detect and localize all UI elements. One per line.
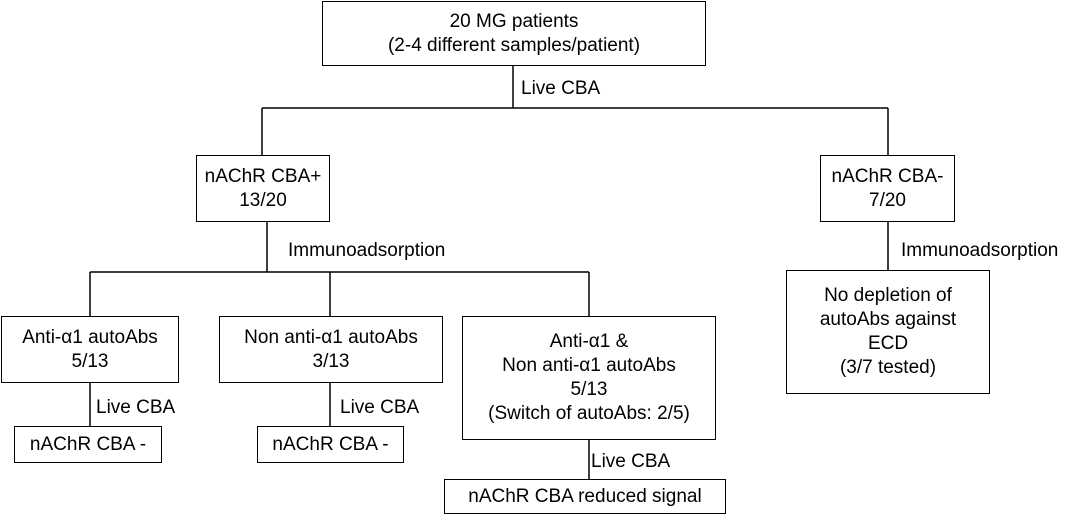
result-both-box: nAChR CBA reduced signal bbox=[444, 479, 726, 514]
non-anti-a1-box: Non anti-α1 autoAbs 3/13 bbox=[219, 316, 443, 383]
non-anti-a1-line-1: Non anti-α1 autoAbs bbox=[244, 326, 418, 348]
step-positive-label: Immunoadsorption bbox=[288, 240, 446, 261]
root-line-2: (2-4 different samples/patient) bbox=[387, 34, 641, 56]
anti-a1-line-2: 5/13 bbox=[71, 350, 109, 372]
step-both-label: Live CBA bbox=[591, 451, 671, 472]
anti-a1-box: Anti-α1 autoAbs 5/13 bbox=[1, 316, 179, 383]
no-depletion-line-1: No depletion of bbox=[824, 285, 952, 306]
step-non-anti-a1-label: Live CBA bbox=[340, 397, 420, 418]
cba-positive-box: nAChR CBA+ 13/20 bbox=[196, 155, 330, 222]
anti-a1-line-1: Anti-α1 autoAbs bbox=[22, 326, 158, 348]
result-non-anti-a1-box: nAChR CBA - bbox=[257, 426, 404, 463]
cba-negative-line-1: nAChR CBA- bbox=[831, 165, 944, 187]
no-depletion-line-2: autoAbs against bbox=[819, 309, 957, 330]
result-anti-a1-box: nAChR CBA - bbox=[14, 426, 162, 463]
cba-negative-line-2: 7/20 bbox=[869, 189, 906, 211]
both-line-4: (Switch of autoAbs: 2/5) bbox=[488, 403, 690, 424]
no-depletion-line-4: (3/7 tested) bbox=[839, 357, 937, 378]
root-line-1: 20 MG patients bbox=[449, 10, 579, 32]
step-negative-label: Immunoadsorption bbox=[901, 240, 1059, 261]
non-anti-a1-line-2: 3/13 bbox=[312, 350, 350, 372]
step-anti-a1-label: Live CBA bbox=[96, 397, 176, 418]
cba-positive-line-2: 13/20 bbox=[239, 189, 287, 211]
no-depletion-line-3: ECD bbox=[867, 333, 909, 354]
result-non-anti-a1-text: nAChR CBA - bbox=[272, 433, 389, 455]
both-line-1: Anti-α1 & bbox=[549, 331, 629, 352]
both-autoabs-box: Anti-α1 & Non anti-α1 autoAbs 5/13 (Swit… bbox=[462, 316, 716, 440]
result-both-text: nAChR CBA reduced signal bbox=[468, 485, 702, 507]
result-anti-a1-text: nAChR CBA - bbox=[29, 433, 147, 455]
cba-positive-line-1: nAChR CBA+ bbox=[204, 165, 322, 187]
cba-negative-box: nAChR CBA- 7/20 bbox=[820, 155, 955, 222]
both-line-2: Non anti-α1 autoAbs bbox=[502, 355, 676, 376]
root-box: 20 MG patients (2-4 different samples/pa… bbox=[322, 1, 706, 66]
no-depletion-box: No depletion of autoAbs against ECD (3/7… bbox=[786, 270, 990, 394]
both-line-3: 5/13 bbox=[570, 379, 608, 400]
step-root-label: Live CBA bbox=[521, 78, 601, 99]
